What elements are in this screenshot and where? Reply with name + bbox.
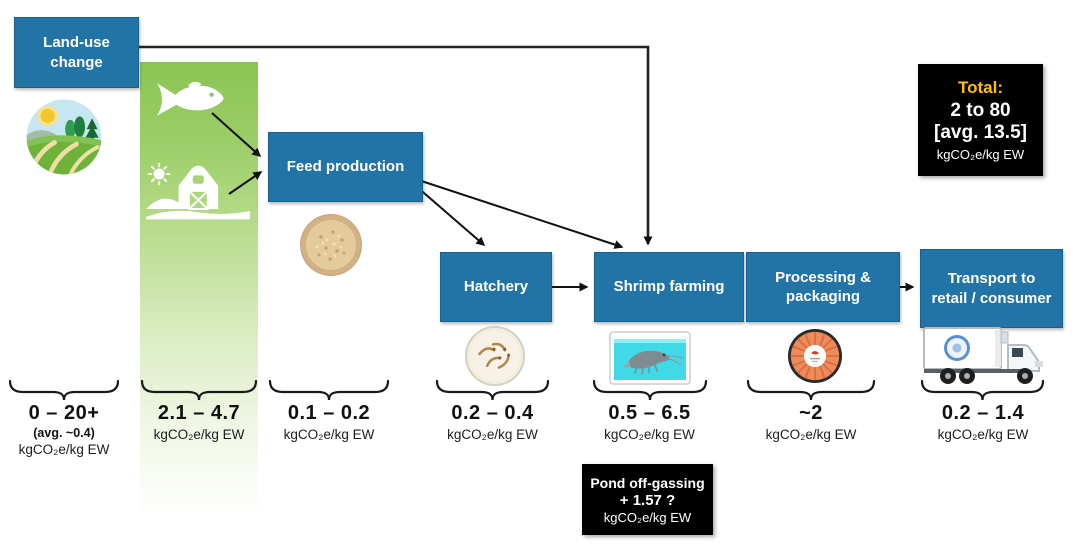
value-group-processing: ~2 kgCO₂e/kg EW	[750, 402, 872, 442]
stage-label: Processing & packaging	[775, 268, 871, 305]
value-range: 0.2 – 1.4	[941, 402, 1025, 424]
value-average: (avg. ~0.4)	[33, 426, 95, 440]
pond-offgassing-unit: kgCO₂e/kg EW	[603, 509, 692, 525]
bracket-transport	[920, 379, 1045, 401]
fish-icon	[157, 81, 224, 116]
value-group-shrimp-farming: 0.5 – 6.5 kgCO₂e/kg EW	[589, 402, 710, 442]
bracket-land-use	[8, 379, 120, 401]
value-range: 0 – 20+	[28, 402, 100, 424]
value-unit: kgCO₂e/kg EW	[283, 427, 375, 442]
farm-barn-icon	[146, 162, 250, 220]
value-range: 2.1 – 4.7	[157, 402, 241, 424]
delivery-truck-icon	[923, 327, 1043, 384]
bracket-shrimp-farming	[592, 379, 708, 401]
stage-box-hatchery: Hatchery	[440, 252, 552, 322]
stage-box-shrimp-farming: Shrimp farming	[594, 252, 744, 322]
total-average: [avg. 13.5]	[934, 122, 1027, 143]
pond-offgassing-title: Pond off-gassing	[590, 474, 705, 491]
value-group-feed-inputs: 2.1 – 4.7 kgCO₂e/kg EW	[139, 402, 259, 442]
stage-label: Hatchery	[463, 278, 529, 296]
value-unit: kgCO₂e/kg EW	[604, 427, 695, 442]
stage-box-land-use-change: Land-use change	[14, 17, 139, 88]
farmland-icon	[26, 99, 102, 175]
value-group-hatchery: 0.2 – 0.4 kgCO₂e/kg EW	[432, 402, 553, 442]
stage-label: Transport to retail / consumer	[931, 270, 1052, 307]
value-unit: kgCO₂e/kg EW	[18, 442, 110, 457]
stage-label: Shrimp farming	[613, 278, 725, 296]
value-range: 0.1 – 0.2	[287, 402, 371, 424]
feed-inputs-gradient-band	[140, 62, 258, 517]
feed-meal-icon	[300, 214, 362, 276]
bracket-feed-inputs	[140, 379, 258, 401]
shrimp-tank-icon	[609, 331, 691, 385]
value-unit: kgCO₂e/kg EW	[765, 427, 857, 442]
stage-box-processing-packaging: Processing & packaging	[746, 252, 900, 322]
value-unit: kgCO₂e/kg EW	[447, 427, 538, 442]
stage-label: Feed production	[286, 158, 405, 176]
stage-box-transport-retail-consumer: Transport to retail / consumer	[920, 249, 1063, 328]
value-range: ~2	[799, 402, 823, 424]
value-unit: kgCO₂e/kg EW	[937, 427, 1029, 442]
total-title: Total:	[957, 78, 1003, 97]
stage-box-feed-production: Feed production	[268, 132, 423, 202]
value-unit: kgCO₂e/kg EW	[153, 427, 245, 442]
value-range: 0.2 – 0.4	[451, 402, 534, 424]
pond-offgassing-value: + 1.57 ?	[619, 491, 676, 509]
total-box: Total: 2 to 80 [avg. 13.5] kgCO₂e/kg EW	[918, 64, 1043, 176]
bracket-processing	[746, 379, 876, 401]
pond-offgassing-box: Pond off-gassing + 1.57 ? kgCO₂e/kg EW	[582, 464, 713, 535]
arrow-feed-to-shrimp-farming	[393, 171, 624, 249]
larvae-dish-icon	[464, 325, 526, 387]
value-group-transport: 0.2 – 1.4 kgCO₂e/kg EW	[921, 402, 1045, 442]
bracket-hatchery	[435, 379, 550, 401]
stage-label: Land-use change	[43, 34, 110, 71]
bracket-feed-production	[268, 379, 390, 401]
value-group-feed-production: 0.1 – 0.2 kgCO₂e/kg EW	[269, 402, 389, 442]
shrimp-ring-icon	[787, 328, 843, 384]
total-unit: kgCO₂e/kg EW	[936, 147, 1025, 162]
value-range: 0.5 – 6.5	[608, 402, 691, 424]
value-group-land-use: 0 – 20+ (avg. ~0.4) kgCO₂e/kg EW	[4, 402, 124, 457]
total-range: 2 to 80	[950, 100, 1011, 121]
